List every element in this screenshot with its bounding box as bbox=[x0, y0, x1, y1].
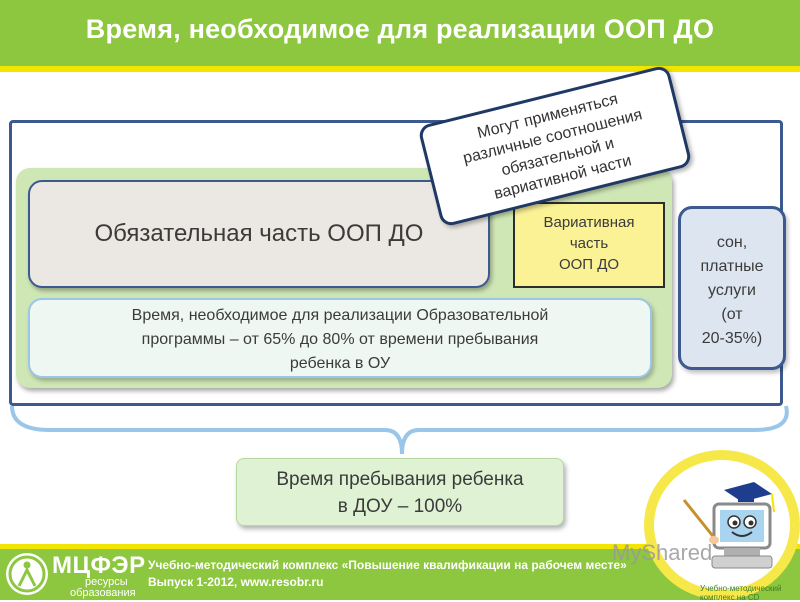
program-time-line: программы – от 65% до 80% от времени пре… bbox=[141, 331, 539, 348]
extra-services-box: сон, платные услуги (от 20-35%) bbox=[678, 206, 786, 370]
program-time-box: Время, необходимое для реализации Образо… bbox=[28, 298, 652, 378]
watermark-text: MyShared bbox=[612, 540, 713, 565]
logo-subtitle: ресурсы bbox=[85, 576, 128, 588]
footer-stripe bbox=[0, 544, 800, 549]
title-bar: Время, необходимое для реализации ООП ДО bbox=[0, 0, 800, 66]
total-time-line: в ДОУ – 100% bbox=[337, 496, 463, 517]
footer-course-text: Учебно-методический комплекс «Повышение … bbox=[148, 558, 627, 572]
page-title: Время, необходимое для реализации ООП ДО bbox=[85, 14, 715, 44]
program-time-line: Время, необходимое для реализации Образо… bbox=[131, 307, 549, 324]
mandatory-part-box: Обязательная часть ООП ДО bbox=[28, 180, 490, 288]
variative-line: часть bbox=[569, 235, 609, 252]
title-stripe bbox=[0, 66, 800, 72]
extra-services-line: сон, bbox=[716, 234, 748, 251]
mandatory-part-label: Обязательная часть ООП ДО bbox=[94, 220, 424, 247]
variative-part-box: Вариативная часть ООП ДО bbox=[513, 202, 665, 288]
mcfer-logo-icon bbox=[6, 553, 48, 595]
footer-issue-text[interactable]: Выпуск 1-2012, www.resobr.ru bbox=[148, 575, 324, 589]
curly-brace-icon bbox=[10, 405, 789, 455]
variative-line: ООП ДО bbox=[558, 256, 620, 273]
mascot-badge bbox=[644, 450, 800, 600]
variative-line: Вариативная bbox=[543, 214, 635, 231]
extra-services-line: (от bbox=[721, 306, 743, 323]
extra-services-line: 20-35%) bbox=[701, 330, 763, 347]
total-time-line: Время пребывания ребенка bbox=[276, 469, 524, 490]
program-time-line: ребенка в ОУ bbox=[289, 355, 391, 372]
mascot-ring-text: Учебно-методический комплекс на CD bbox=[700, 584, 782, 602]
extra-services-line: услуги bbox=[708, 282, 756, 299]
logo-subtitle: образования bbox=[70, 587, 136, 599]
extra-services-line: платные bbox=[700, 258, 764, 275]
total-time-box: Время пребывания ребенка в ДОУ – 100% bbox=[236, 458, 564, 526]
computer-mascot-icon bbox=[682, 482, 775, 569]
logo-name: МЦФЭР bbox=[52, 552, 146, 579]
